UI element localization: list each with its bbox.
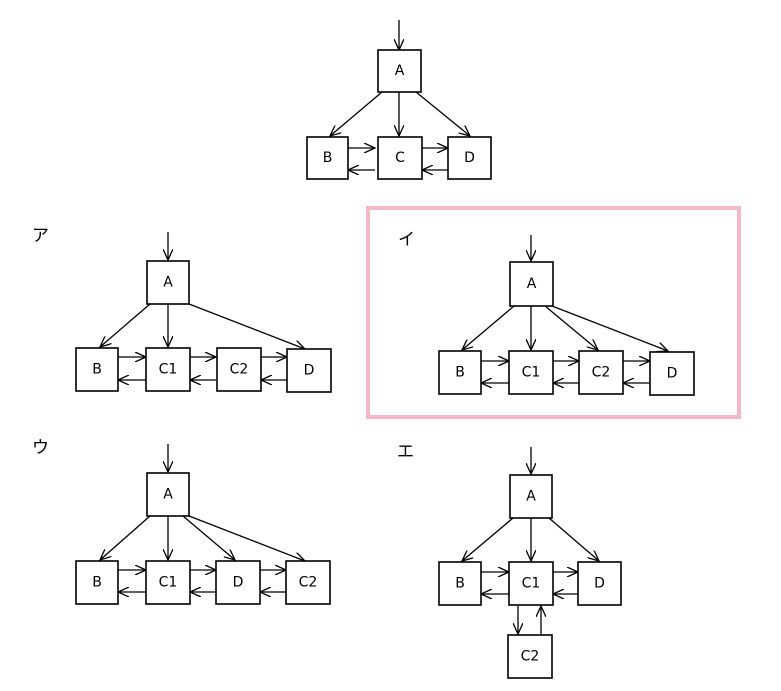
node-d-label: D <box>304 363 315 379</box>
node-c1 <box>508 350 554 395</box>
node-c1 <box>145 347 191 392</box>
edge-a-d <box>551 305 668 351</box>
node-c2 <box>578 350 624 395</box>
node-c2-label: C2 <box>230 362 249 378</box>
option-a-diagram: A B C1 C2 D <box>75 232 332 393</box>
node-c1 <box>145 560 191 605</box>
edge-a-c2 <box>188 515 305 561</box>
node-c2 <box>216 347 262 392</box>
node-d <box>577 561 622 606</box>
node-a-label: A <box>395 63 405 79</box>
option-e-diagram: A B C1 D C2 <box>438 447 622 679</box>
node-d-label: D <box>667 366 678 382</box>
edge-a-d <box>188 303 305 349</box>
node-a <box>146 260 190 305</box>
node-b <box>75 560 119 605</box>
option-label-u: ウ <box>32 438 49 458</box>
node-c2-label: C2 <box>592 365 611 381</box>
node-b <box>75 347 119 392</box>
node-a <box>146 472 190 517</box>
node-d-label: D <box>233 575 244 591</box>
edge-a-d <box>415 91 470 136</box>
node-a-label: A <box>163 275 173 291</box>
node-c1 <box>508 561 554 606</box>
node-b-label: B <box>92 362 102 378</box>
node-c-label: C <box>395 150 405 166</box>
node-b-label: B <box>92 575 102 591</box>
node-b <box>438 350 482 395</box>
node-c1-label: C1 <box>159 575 178 591</box>
option-label-a: ア <box>32 226 49 246</box>
option-i-diagram: A B C1 C2 D <box>438 235 695 396</box>
node-c2-label: C2 <box>521 649 540 665</box>
node-d <box>447 136 492 180</box>
node-c <box>377 136 423 180</box>
edge-a-b <box>462 517 514 561</box>
node-b-label: B <box>455 576 465 592</box>
node-b-label: B <box>455 365 465 381</box>
node-b-label: B <box>323 150 333 166</box>
node-d <box>649 351 695 396</box>
node-c1-label: C1 <box>522 365 541 381</box>
node-c2-label: C2 <box>299 575 318 591</box>
node-c1-label: C1 <box>159 362 178 378</box>
option-label-e: エ <box>397 442 414 462</box>
node-a-label: A <box>527 276 537 292</box>
node-c2 <box>507 634 553 679</box>
edge-a-d <box>182 515 235 560</box>
edge-a-d <box>548 517 599 561</box>
edge-a-b <box>100 515 151 560</box>
node-c2 <box>285 560 331 605</box>
node-a <box>377 49 422 93</box>
node-d <box>215 560 261 605</box>
node-a-label: A <box>526 489 536 505</box>
node-a-label: A <box>163 487 173 503</box>
node-d <box>286 348 332 393</box>
node-d-label: D <box>594 576 605 592</box>
edge-a-b <box>100 303 151 347</box>
original-diagram: A B C D <box>306 20 492 180</box>
node-b <box>438 561 482 606</box>
node-c1-label: C1 <box>522 576 541 592</box>
selected-option-highlight <box>366 206 741 419</box>
edge-a-b <box>330 91 383 136</box>
node-b <box>306 136 349 180</box>
edge-a-b <box>462 305 515 350</box>
option-label-i: イ <box>398 230 415 250</box>
option-u-diagram: A B C1 D C2 <box>75 444 331 605</box>
node-a <box>509 474 553 519</box>
edge-a-c2 <box>544 305 598 350</box>
node-a <box>509 261 554 307</box>
node-d-label: D <box>464 150 475 166</box>
